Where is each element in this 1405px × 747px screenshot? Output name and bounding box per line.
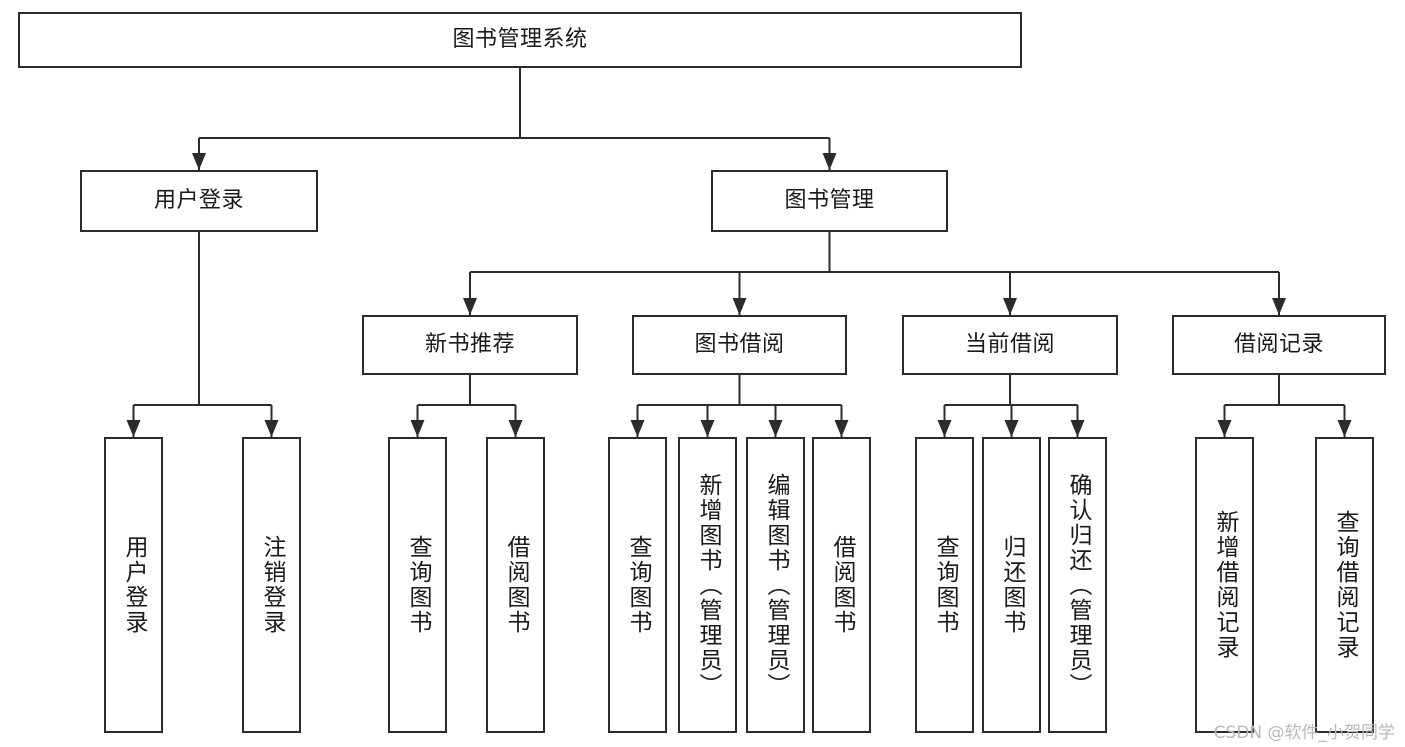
node-label: 当前借阅 <box>964 332 1055 358</box>
arrowhead-leaf-confirm-return <box>1070 420 1085 437</box>
node-label: 新增图书（管理员） <box>695 472 721 698</box>
node-current-borrow[interactable]: 当前借阅 <box>902 315 1118 375</box>
node-label: 查询图书 <box>932 535 958 635</box>
node-leaf-user-login[interactable]: 用户登录 <box>104 437 163 733</box>
node-leaf-confirm-return[interactable]: 确认归还（管理员） <box>1048 437 1107 733</box>
node-label: 新书推荐 <box>424 332 515 358</box>
node-label: 用户登录 <box>121 535 147 635</box>
arrowhead-leaf-query-book-1 <box>410 420 425 437</box>
node-label: 借阅图书 <box>829 535 855 635</box>
node-label: 用户登录 <box>153 188 244 214</box>
node-label: 借阅记录 <box>1233 332 1324 358</box>
node-leaf-add-record[interactable]: 新增借阅记录 <box>1195 437 1254 733</box>
node-label: 确认归还（管理员） <box>1065 472 1091 698</box>
arrowhead-leaf-borrow-book-1 <box>508 420 523 437</box>
arrowhead-leaf-add-book <box>700 420 715 437</box>
node-label: 编辑图书（管理员） <box>763 472 789 698</box>
arrowhead-borrow-record <box>1272 298 1286 315</box>
arrowhead-book-manage <box>822 153 837 170</box>
node-leaf-add-book[interactable]: 新增图书（管理员） <box>678 437 737 733</box>
node-label: 图书管理 <box>784 188 875 214</box>
node-label: 图书管理系统 <box>452 27 588 53</box>
node-label: 查询借阅记录 <box>1332 510 1358 660</box>
node-leaf-query-book-3[interactable]: 查询图书 <box>915 437 974 733</box>
arrowhead-leaf-add-record <box>1217 420 1232 437</box>
node-leaf-query-book-2[interactable]: 查询图书 <box>608 437 667 733</box>
node-leaf-return-book[interactable]: 归还图书 <box>982 437 1041 733</box>
arrowhead-leaf-return-book <box>1004 420 1019 437</box>
arrowhead-leaf-query-book-2 <box>630 420 645 437</box>
arrowhead-leaf-edit-book <box>768 420 783 437</box>
node-borrow-record[interactable]: 借阅记录 <box>1172 315 1386 375</box>
arrowhead-book-borrow <box>732 298 747 315</box>
node-book-manage[interactable]: 图书管理 <box>711 170 948 232</box>
node-root[interactable]: 图书管理系统 <box>18 12 1022 68</box>
node-leaf-logout[interactable]: 注销登录 <box>242 437 301 733</box>
arrowhead-new-book-rec <box>463 298 477 315</box>
arrowhead-leaf-user-login <box>126 420 141 437</box>
node-leaf-query-book-1[interactable]: 查询图书 <box>388 437 447 733</box>
node-leaf-borrow-book-2[interactable]: 借阅图书 <box>812 437 871 733</box>
arrowhead-leaf-query-record <box>1337 420 1352 437</box>
node-label: 借阅图书 <box>503 535 529 635</box>
arrowhead-user-login <box>192 153 206 170</box>
node-leaf-edit-book[interactable]: 编辑图书（管理员） <box>746 437 805 733</box>
arrowhead-current-borrow <box>1003 298 1017 315</box>
node-leaf-borrow-book-1[interactable]: 借阅图书 <box>486 437 545 733</box>
node-label: 新增借阅记录 <box>1212 510 1238 660</box>
arrowhead-leaf-borrow-book-2 <box>834 420 849 437</box>
node-label: 查询图书 <box>625 535 651 635</box>
node-label: 归还图书 <box>999 535 1025 635</box>
node-leaf-query-record[interactable]: 查询借阅记录 <box>1315 437 1374 733</box>
node-book-borrow[interactable]: 图书借阅 <box>632 315 847 375</box>
node-new-book-rec[interactable]: 新书推荐 <box>362 315 578 375</box>
node-user-login[interactable]: 用户登录 <box>80 170 318 232</box>
node-label: 图书借阅 <box>694 332 785 358</box>
arrowhead-leaf-logout <box>264 420 279 437</box>
arrowhead-leaf-query-book-3 <box>937 420 952 437</box>
node-label: 查询图书 <box>405 535 431 635</box>
node-label: 注销登录 <box>259 535 285 635</box>
